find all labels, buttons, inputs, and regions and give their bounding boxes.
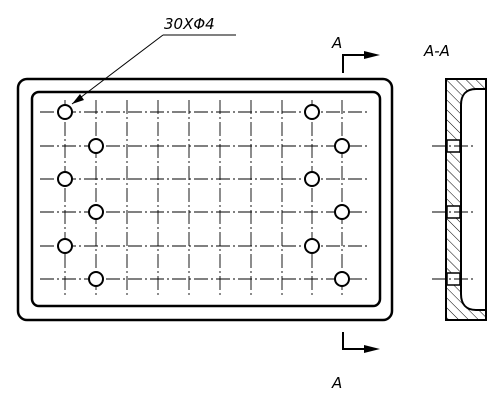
hole	[57, 238, 73, 254]
hole	[304, 171, 320, 187]
hole	[304, 238, 320, 254]
section-view	[432, 78, 487, 321]
section-holes	[446, 139, 461, 286]
plate-inner-recess	[30, 90, 382, 308]
section-marker-bottom: A	[331, 374, 342, 392]
hole	[304, 104, 320, 120]
hole-callout-text: 30XΦ4	[164, 15, 215, 33]
cutting-arrow-top	[364, 51, 380, 59]
hole	[88, 204, 104, 220]
cutting-arrow-bottom	[364, 345, 380, 353]
hole	[88, 271, 104, 287]
section-center-lines	[432, 145, 476, 280]
front-view: 30XΦ4	[16, 15, 394, 322]
center-line-grid	[40, 100, 370, 298]
hole-leader	[71, 34, 236, 105]
holes	[57, 104, 350, 287]
section-title: A-A	[423, 42, 450, 60]
hole	[88, 138, 104, 154]
section-marker-top: A	[331, 34, 342, 52]
hole	[334, 271, 350, 287]
cutting-plane	[342, 54, 370, 350]
hole	[57, 104, 73, 120]
hole	[334, 204, 350, 220]
hole	[57, 171, 73, 187]
plate-outer-outline	[16, 77, 394, 322]
hole	[334, 138, 350, 154]
